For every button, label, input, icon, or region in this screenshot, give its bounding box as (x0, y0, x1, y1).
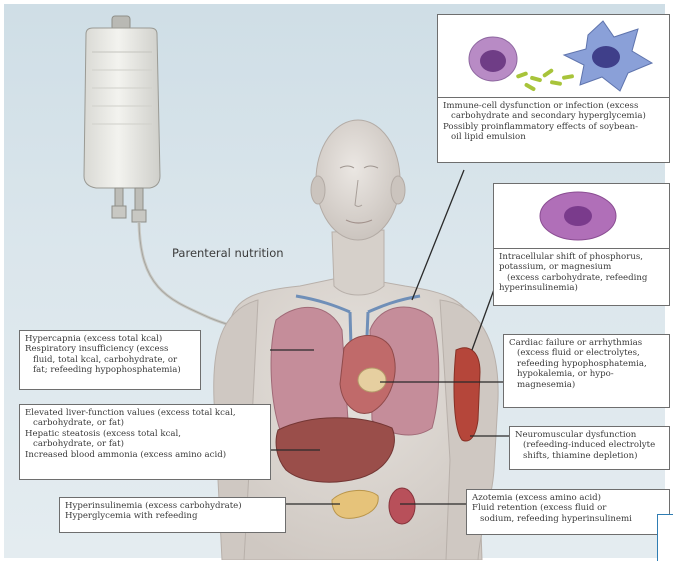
callout-line: fat; refeeding hypophosphatemia) (25, 365, 195, 375)
callout-line: Neuromuscular dysfunction (515, 430, 664, 440)
callout-line: Hypercapnia (excess total kcal) (25, 334, 195, 344)
callout-immune: Immune-cell dysfunction or infection (ex… (437, 97, 670, 163)
callout-line: carbohydrate and secondary hyperglycemia… (443, 111, 664, 121)
immune-cells-image (438, 15, 671, 99)
callout-line: Intracellular shift of phosphorus, (499, 252, 664, 262)
callout-line: Azotemia (excess amino acid) (472, 493, 664, 503)
callout-line: Respiratory insufficiency (excess (25, 344, 195, 354)
cell-panel (493, 183, 670, 249)
callout-line: Hyperinsulinemia (excess carbohydrate) (65, 501, 280, 511)
callout-line: hyperinsulinemia) (499, 283, 664, 293)
callout-line: (excess fluid or electrolytes, (509, 348, 664, 358)
callout-line: sodium, refeeding hyperinsulinemi (472, 514, 664, 524)
callout-line: carbohydrate, or fat) (25, 439, 265, 449)
callout-line: oil lipid emulsion (443, 132, 664, 142)
callout-line: Cardiac failure or arrhythmias (509, 338, 664, 348)
callout-kidney: Azotemia (excess amino acid) Fluid reten… (466, 489, 670, 535)
cell-image (494, 184, 671, 250)
callout-line: fluid, total kcal, carbohydrate, or (25, 355, 195, 365)
callout-line: Hyperglycemia with refeeding (65, 511, 280, 521)
heart-highlight (358, 368, 386, 392)
callout-neuromuscular: Neuromuscular dysfunction (refeeding-ind… (509, 426, 670, 470)
callout-line: Possibly proinflammatory effects of soyb… (443, 122, 664, 132)
callout-line: (refeeding-induced electrolyte (515, 440, 664, 450)
callout-line: Immune-cell dysfunction or infection (ex… (443, 101, 664, 111)
callout-line: magnesemia) (509, 380, 664, 390)
callout-line: potassium, or magnesium (499, 262, 664, 272)
callout-line: (excess carbohydrate, refeeding (499, 273, 664, 283)
callout-line: Increased blood ammonia (excess amino ac… (25, 450, 265, 460)
lung-left (271, 307, 348, 435)
callout-intracellular: Intracellular shift of phosphorus, potas… (493, 248, 670, 306)
arm-muscle (454, 348, 480, 441)
callout-line: carbohydrate, or fat) (25, 418, 265, 428)
callout-pancreas: Hyperinsulinemia (excess carbohydrate) H… (59, 497, 286, 533)
immune-cells-panel (437, 14, 670, 98)
callout-line: Elevated liver-function values (excess t… (25, 408, 265, 418)
iv-bag (84, 16, 160, 222)
callout-cardiac: Cardiac failure or arrhythmias (excess f… (503, 334, 670, 408)
callout-line: shifts, thiamine depletion) (515, 451, 664, 461)
callout-respiratory: Hypercapnia (excess total kcal) Respirat… (19, 330, 201, 390)
parenteral-nutrition-label: Parenteral nutrition (172, 246, 284, 260)
callout-line: Fluid retention (excess fluid or (472, 503, 664, 513)
kidney (389, 488, 415, 524)
callout-line: hypokalemia, or hypo- (509, 369, 664, 379)
corner-overlay (657, 514, 673, 561)
callout-liver: Elevated liver-function values (excess t… (19, 404, 271, 480)
callout-line: Hepatic steatosis (excess total kcal, (25, 429, 265, 439)
callout-line: refeeding hypophosphatemia, (509, 359, 664, 369)
bacteria (516, 68, 575, 92)
